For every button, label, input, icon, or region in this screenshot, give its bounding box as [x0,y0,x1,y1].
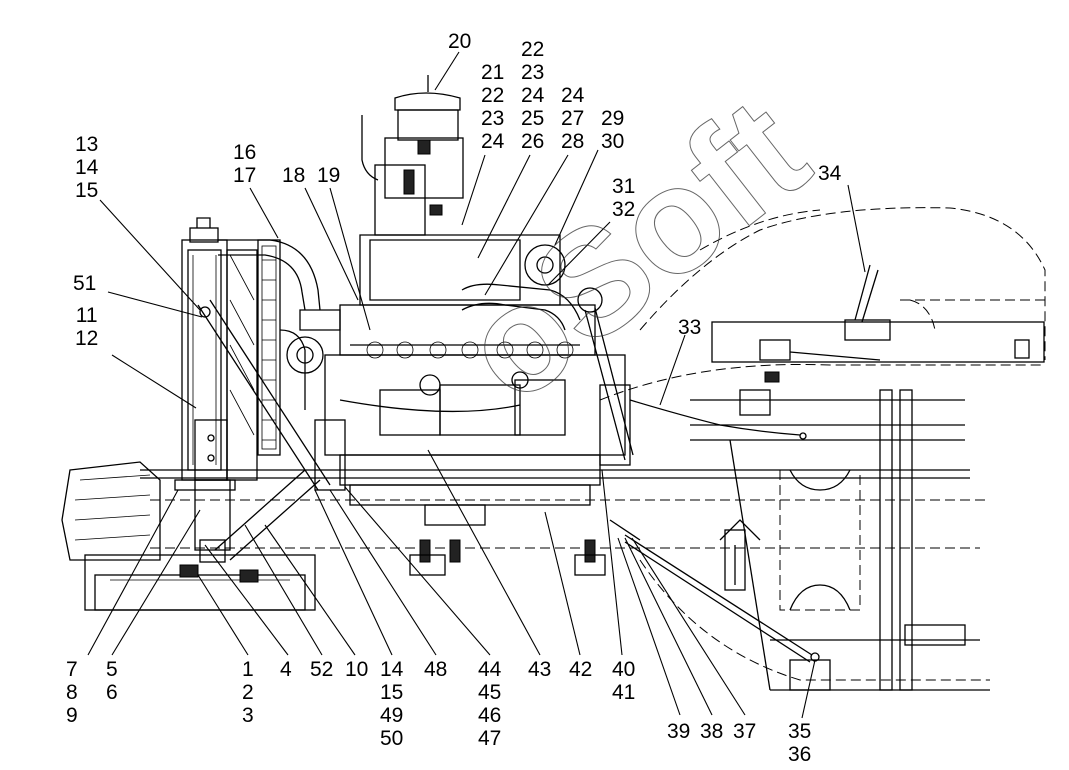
callout-31-32: 31 32 [612,175,636,221]
callout-20: 20 [448,30,472,53]
callout-52: 52 [310,658,334,681]
callout-48: 48 [424,658,448,681]
coolant-pipe [218,239,341,331]
callout-22-26: 22 23 24 25 26 [521,38,545,153]
callout-29-30: 29 30 [601,107,625,153]
callout-51: 51 [73,272,97,295]
callout-13-15: 13 14 15 [75,133,99,202]
callout-11-12: 11 12 [75,304,99,350]
callout-34: 34 [818,162,842,185]
leader-lines [87,51,866,719]
callout-14-50: 14 15 49 50 [380,658,404,750]
callout-40-41: 40 41 [612,658,636,704]
callout-10: 10 [345,658,369,681]
cab-outline [599,207,1046,401]
callout-18: 18 [282,164,306,187]
callout-38: 38 [700,720,724,743]
frame-rails [140,389,990,691]
callout-33: 33 [678,316,702,339]
callout-21-24: 21 22 23 24 [481,61,505,153]
callout-16-17: 16 17 [233,141,257,187]
support-rods [194,299,331,563]
callout-4: 4 [280,658,292,681]
throttle-cable [629,399,807,440]
callout-19: 19 [317,164,341,187]
callout-44-47: 44 45 46 47 [478,658,502,750]
callout-35-36: 35 36 [788,720,812,766]
callout-24-28: 24 27 28 [561,84,585,153]
callout-5-6: 5 6 [106,658,118,704]
callout-7-9: 7 8 9 [66,658,78,727]
callout-42: 42 [569,658,593,681]
front-mount [61,461,316,611]
control-lever [739,264,891,416]
callout-39: 39 [667,720,691,743]
callout-43: 43 [528,658,552,681]
callout-37: 37 [733,720,757,743]
engine-block [314,304,631,576]
linkage-rod [609,519,820,663]
radiator [174,217,258,491]
callout-1-3: 1 2 3 [242,658,254,727]
